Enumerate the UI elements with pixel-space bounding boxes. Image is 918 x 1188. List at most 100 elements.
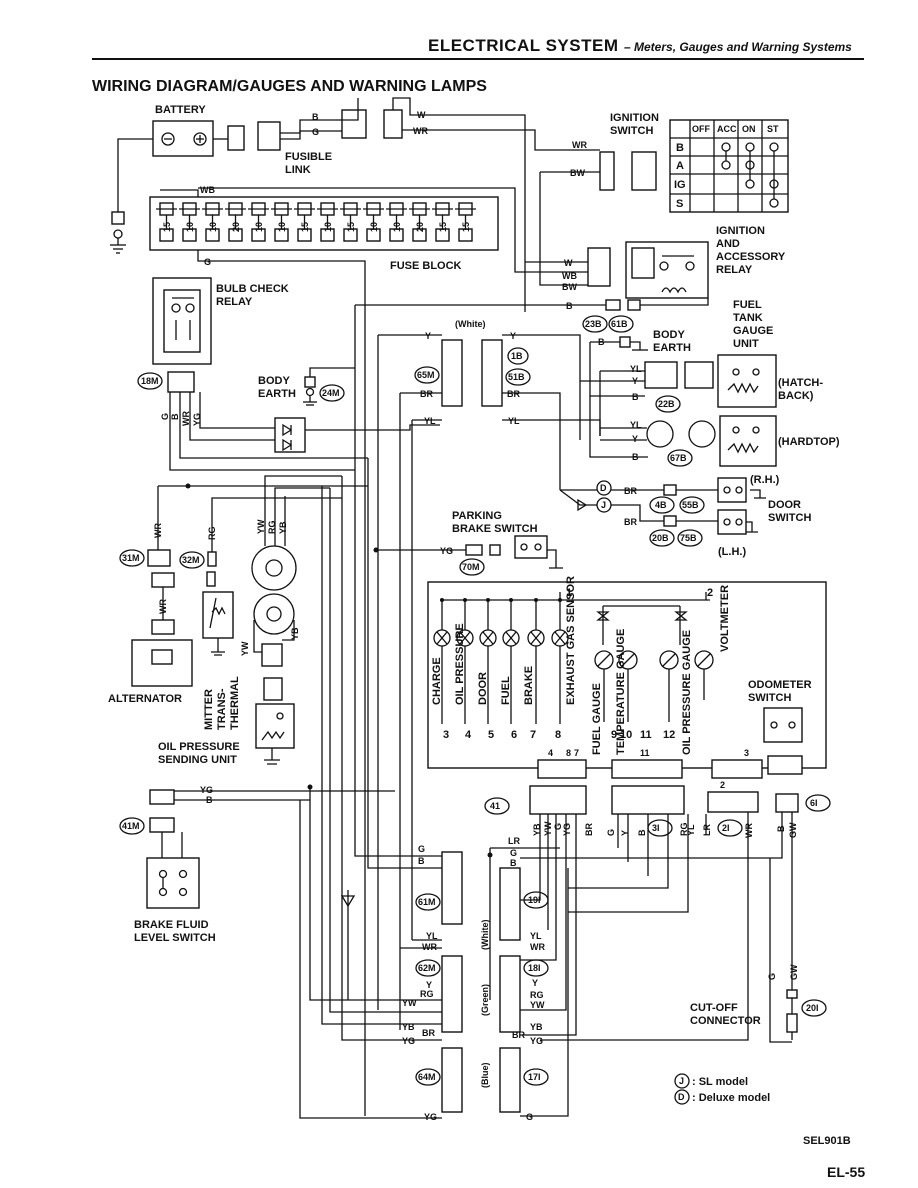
svg-text:B: B: [632, 452, 639, 462]
svg-text:YG: YG: [562, 823, 572, 836]
svg-text:B: B: [170, 413, 180, 420]
connector-18M: 18M: [137, 371, 195, 393]
svg-text:1B: 1B: [511, 351, 523, 361]
header-rule: [92, 58, 864, 60]
svg-text:BR: BR: [422, 1028, 435, 1038]
svg-text:WR: WR: [572, 140, 587, 150]
svg-text:YB: YB: [290, 627, 300, 640]
fuse-rating: 10: [369, 222, 379, 232]
svg-text:ACC: ACC: [717, 124, 737, 134]
svg-text:G: G: [606, 829, 616, 836]
door-switch-rh: [717, 477, 747, 503]
svg-text:7: 7: [530, 729, 536, 741]
fuse: 15: [156, 202, 177, 242]
svg-text:20I: 20I: [806, 1003, 819, 1013]
fusible-link-label-1: FUSIBLE: [285, 151, 332, 163]
fuse: 10: [386, 202, 407, 242]
svg-text:YG: YG: [402, 1036, 415, 1046]
fuse: 10: [363, 202, 384, 242]
fusible-link-block: [227, 109, 403, 151]
warning-lamp: [479, 598, 497, 724]
svg-text:Y: Y: [510, 331, 516, 341]
battery-ground-wire: [117, 138, 153, 212]
svg-text:BR: BR: [420, 389, 433, 399]
cutoff-label-2: CONNECTOR: [690, 1015, 761, 1027]
svg-text:WB: WB: [200, 185, 215, 195]
svg-text:YG: YG: [530, 1036, 543, 1046]
connector-1B: 1B 51B: [481, 339, 531, 407]
svg-text:3I: 3I: [652, 823, 660, 833]
svg-text:3: 3: [744, 748, 749, 758]
brake-fluid-switch: [146, 857, 200, 909]
svg-text:75B: 75B: [680, 533, 697, 543]
svg-text:32M: 32M: [182, 555, 200, 565]
svg-text:Y: Y: [632, 434, 638, 444]
svg-text:7: 7: [574, 748, 579, 758]
svg-text:RG: RG: [530, 990, 544, 1000]
gauge-label: TEMPERATURE GAUGE: [615, 629, 627, 755]
legend: J : SL model D : Deluxe model: [674, 1073, 770, 1105]
odometer-switch: [763, 707, 803, 775]
fuse: 10: [179, 202, 200, 242]
svg-text:4: 4: [465, 729, 472, 741]
fuel-tank-label-2: TANK: [733, 312, 763, 324]
fuel-tank-label-3: GAUGE: [733, 325, 773, 337]
svg-text:6: 6: [511, 729, 517, 741]
svg-text:BW: BW: [570, 168, 585, 178]
svg-text:55B: 55B: [682, 500, 699, 510]
svg-text:YB: YB: [278, 521, 288, 534]
svg-text:Y: Y: [426, 980, 432, 990]
fuel-tank-label-1: FUEL: [733, 299, 762, 311]
meter-bottom-connectors: [529, 759, 799, 815]
ign-relay-label-2: AND: [716, 238, 740, 250]
svg-text:31M: 31M: [122, 553, 140, 563]
svg-text:4: 4: [548, 748, 553, 758]
svg-text:YL: YL: [424, 416, 436, 426]
svg-text:WR: WR: [181, 411, 191, 426]
svg-text:B: B: [206, 795, 213, 805]
svg-text:YW: YW: [543, 821, 553, 836]
svg-text:A: A: [676, 160, 684, 172]
svg-text:GW: GW: [789, 964, 799, 980]
svg-text:ST: ST: [767, 124, 779, 134]
svg-text:B: B: [598, 337, 605, 347]
svg-text:11: 11: [640, 748, 650, 758]
warning-lamp-group: [433, 598, 569, 724]
svg-text:YL: YL: [530, 931, 542, 941]
hatchback-label-2: BACK): [778, 390, 814, 402]
svg-text:WR: WR: [413, 126, 428, 136]
ign-relay-label-4: RELAY: [716, 264, 753, 276]
brake-fluid-connector: 41M: [119, 789, 175, 835]
svg-text:9: 9: [611, 729, 617, 741]
fuse-rating: 10: [277, 222, 287, 232]
ignition-switch-table: OFF ACC ON ST B A IG S: [669, 119, 789, 213]
svg-text:G: G: [312, 127, 319, 137]
svg-text:YW: YW: [240, 641, 250, 656]
section-subtitle: – Meters, Gauges and Warning Systems: [624, 40, 852, 54]
svg-text:BR: BR: [512, 1030, 525, 1040]
rh-label: (R.H.): [750, 474, 780, 486]
svg-text:11: 11: [640, 729, 652, 741]
svg-text:3: 3: [443, 729, 449, 741]
fuse-rating: 15: [162, 222, 172, 232]
warning-lamp-label: CHARGE: [431, 657, 443, 705]
svg-text:70M: 70M: [462, 562, 480, 572]
svg-text:WR: WR: [158, 599, 168, 614]
connector-19I: 19I: [499, 867, 549, 941]
wire-g-fuse: [197, 250, 366, 1088]
svg-text:19I: 19I: [528, 895, 541, 905]
fuse-rating: 10: [392, 222, 402, 232]
battery-symbol: [152, 120, 214, 157]
wire-wr-main: [402, 129, 600, 151]
svg-text:WR: WR: [530, 942, 545, 952]
fuel-tank-label-4: UNIT: [733, 338, 759, 350]
white-label-61M: (White): [480, 920, 490, 951]
oil-sender-label-1: OIL PRESSURE: [158, 741, 240, 753]
diode-pair: [274, 417, 306, 453]
door-switch-label-2: SWITCH: [768, 512, 811, 524]
warning-lamp-label: FUEL: [500, 676, 512, 705]
body-earth2-label-2: EARTH: [653, 342, 691, 354]
svg-text:2: 2: [720, 780, 725, 790]
wire-g-fusible: [280, 130, 342, 140]
brake-fluid-label-1: BRAKE FLUID: [134, 919, 209, 931]
